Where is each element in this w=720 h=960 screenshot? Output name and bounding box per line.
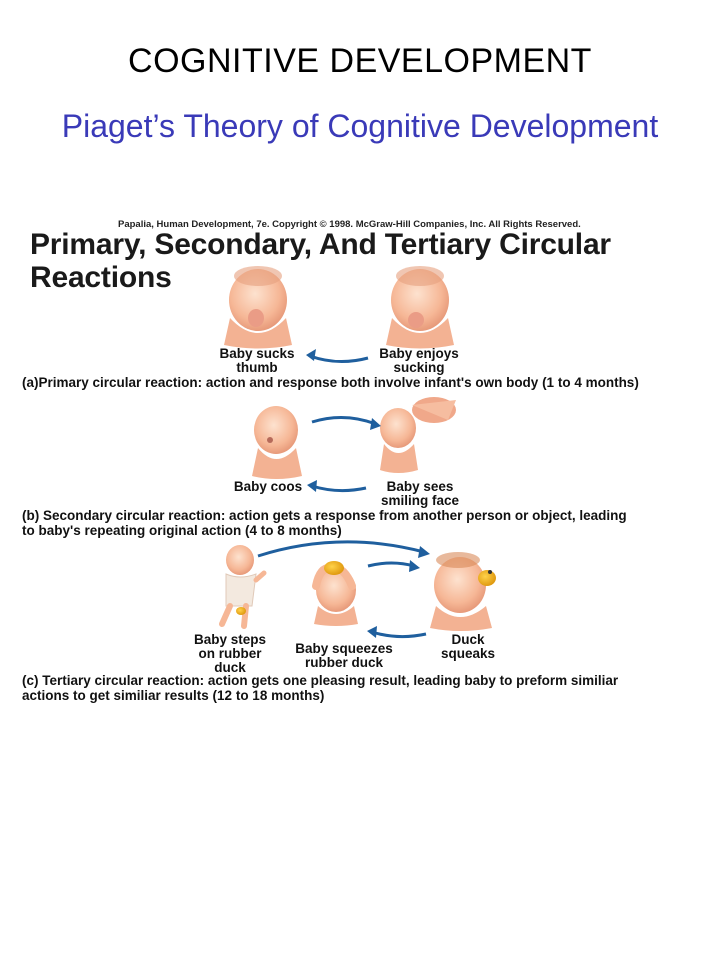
label-baby-coos: Baby coos	[233, 479, 303, 494]
figure-title: Primary, Secondary, And Tertiary Circula…	[30, 228, 611, 294]
arrow-b-bottom	[311, 484, 367, 493]
arrow-c-middle	[367, 561, 415, 568]
baby-sees-smiling-face-illustration	[380, 397, 456, 473]
label-baby-enjoys-sucking: Baby enjoys sucking	[379, 346, 459, 375]
caption-primary-circular-reaction: (a)Primary circular reaction: action and…	[22, 375, 639, 390]
label-baby-steps-on-duck: Baby steps on rubber duck	[193, 632, 267, 675]
arrow-b-top	[311, 415, 377, 426]
arrow-a	[309, 354, 369, 363]
arrow-c-bottom	[371, 630, 427, 639]
baby-sucking-thumb-illustration	[224, 266, 292, 349]
caption-tertiary-circular-reaction: (c) Tertiary circular reaction: action g…	[22, 673, 619, 703]
slide-subtitle: Piaget’s Theory of Cognitive Development	[61, 108, 659, 144]
label-duck-squeaks: Duck squeaks	[440, 632, 496, 661]
label-baby-sees-smiling-face: Baby sees smiling face	[380, 479, 460, 508]
figure-copyright: Papalia, Human Development, 7e. Copyrigh…	[118, 219, 581, 230]
figure-title-line1: Primary, Secondary, And Tertiary Circula…	[30, 228, 611, 261]
arrow-c-top	[257, 540, 425, 558]
baby-enjoying-sucking-illustration	[386, 266, 454, 349]
caption-secondary-circular-reaction: (b) Secondary circular reaction: action …	[22, 508, 627, 538]
baby-squeezing-duck-illustration	[312, 561, 358, 626]
slide-title: COGNITIVE DEVELOPMENT	[128, 42, 592, 80]
baby-stepping-on-duck-illustration	[219, 545, 267, 629]
label-baby-squeezes-duck: Baby squeezes rubber duck	[295, 641, 393, 670]
figure-title-line2: Reactions	[30, 261, 172, 294]
duck-squeaking-illustration	[430, 552, 496, 631]
baby-cooing-illustration	[252, 406, 302, 479]
label-baby-sucks-thumb: Baby sucks thumb	[219, 346, 295, 375]
